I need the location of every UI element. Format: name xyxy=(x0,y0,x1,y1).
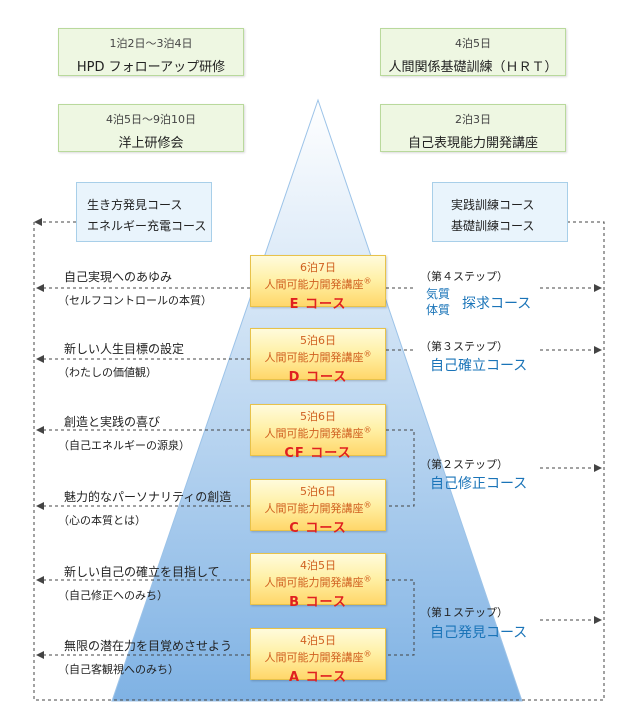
top-box-hrt: 4泊5日 人間関係基礎訓練（ＨＲＴ） xyxy=(380,28,566,76)
theme-title: 創造と実践の喜び xyxy=(64,415,161,429)
right-side-item: 実践訓練コース xyxy=(451,198,535,212)
top-box-title: 洋上研修会 xyxy=(118,136,184,151)
theme-subtitle: （心の本質とは） xyxy=(58,514,146,527)
step-label: （第２ステップ） xyxy=(420,458,508,471)
step-extra: 気質体質 xyxy=(426,287,451,317)
course-name: 人間可能力開発講座® xyxy=(264,425,372,440)
step-course: 自己修正コース xyxy=(430,476,528,492)
theme-subtitle: （自己客観視へのみち） xyxy=(58,663,179,676)
theme-subtitle: （わたしの価値観） xyxy=(58,366,157,379)
step-course: 自己発見コース xyxy=(430,625,528,641)
left-side-box: 生き方発見コース エネルギー充電コース xyxy=(76,182,212,242)
course-duration: 4泊5日 xyxy=(300,634,336,647)
theme-title: 自己実現へのあゆみ xyxy=(64,270,173,284)
outer-loop-lines xyxy=(33,221,605,701)
theme-title: 魅力的なパーソナリティの創造 xyxy=(64,490,232,504)
step-course: 探求コース xyxy=(462,296,532,312)
course-name: 人間可能力開発講座® xyxy=(264,649,372,664)
theme-title: 無限の潜在力を目覚めさせよう xyxy=(64,639,233,653)
top-box-duration: 1泊2日〜3泊4日 xyxy=(109,37,193,50)
top-box-title: HPD フォローアップ研修 xyxy=(76,60,226,75)
top-box-self-expression: 2泊3日 自己表現能力開発講座 xyxy=(380,104,566,152)
theme-subtitle: （自己エネルギーの源泉） xyxy=(58,439,190,452)
course-duration: 5泊6日 xyxy=(300,485,336,498)
step-label: （第３ステップ） xyxy=(420,340,508,353)
left-side-item: エネルギー充電コース xyxy=(87,219,207,233)
course-code: A コース xyxy=(289,670,347,685)
right-side-item: 基礎訓練コース xyxy=(451,219,535,233)
left-side-item: 生き方発見コース xyxy=(87,198,183,212)
course-code: B コース xyxy=(289,595,347,610)
course-duration: 5泊6日 xyxy=(300,410,336,423)
course-d: 5泊6日 人間可能力開発講座® D コース xyxy=(250,328,386,385)
course-cf: 5泊6日 人間可能力開発講座® CF コース xyxy=(250,404,386,461)
course-duration: 6泊7日 xyxy=(300,261,336,274)
course-c: 5泊6日 人間可能力開発講座® C コース xyxy=(250,479,386,536)
course-e: 6泊7日 人間可能力開発講座® E コース xyxy=(250,255,386,312)
course-code: CF コース xyxy=(284,446,352,461)
course-name: 人間可能力開発講座® xyxy=(264,349,372,364)
course-code: C コース xyxy=(289,521,347,536)
course-b: 4泊5日 人間可能力開発講座® B コース xyxy=(250,553,386,610)
top-box-ocean-seminar: 4泊5日〜9泊10日 洋上研修会 xyxy=(58,104,244,152)
arrowheads xyxy=(34,218,602,659)
course-name: 人間可能力開発講座® xyxy=(264,276,372,291)
right-side-box: 実践訓練コース 基礎訓練コース xyxy=(432,182,568,242)
top-box-duration: 2泊3日 xyxy=(455,113,491,126)
step-label: （第１ステップ） xyxy=(420,606,508,619)
theme-title: 新しい自己の確立を目指して xyxy=(64,565,220,579)
top-box-title: 人間関係基礎訓練（ＨＲＴ） xyxy=(388,60,558,75)
top-box-duration: 4泊5日 xyxy=(455,37,491,50)
step-label: （第４ステップ） xyxy=(420,270,508,283)
course-name: 人間可能力開発講座® xyxy=(264,574,372,589)
course-code: E コース xyxy=(289,297,347,312)
theme-title: 新しい人生目標の設定 xyxy=(64,342,185,356)
course-duration: 4泊5日 xyxy=(300,559,336,572)
course-code: D コース xyxy=(288,370,348,385)
top-box-duration: 4泊5日〜9泊10日 xyxy=(106,113,196,126)
step-course: 自己確立コース xyxy=(430,358,528,374)
theme-subtitle: （セルフコントロールの本質） xyxy=(58,294,212,307)
theme-subtitle: （自己修正へのみち） xyxy=(58,589,168,602)
top-box-title: 自己表現能力開発講座 xyxy=(407,136,538,151)
course-name: 人間可能力開発講座® xyxy=(264,500,372,515)
course-a: 4泊5日 人間可能力開発講座® A コース xyxy=(250,628,386,685)
course-duration: 5泊6日 xyxy=(300,334,336,347)
top-box-hpd-followup: 1泊2日〜3泊4日 HPD フォローアップ研修 xyxy=(58,28,244,76)
